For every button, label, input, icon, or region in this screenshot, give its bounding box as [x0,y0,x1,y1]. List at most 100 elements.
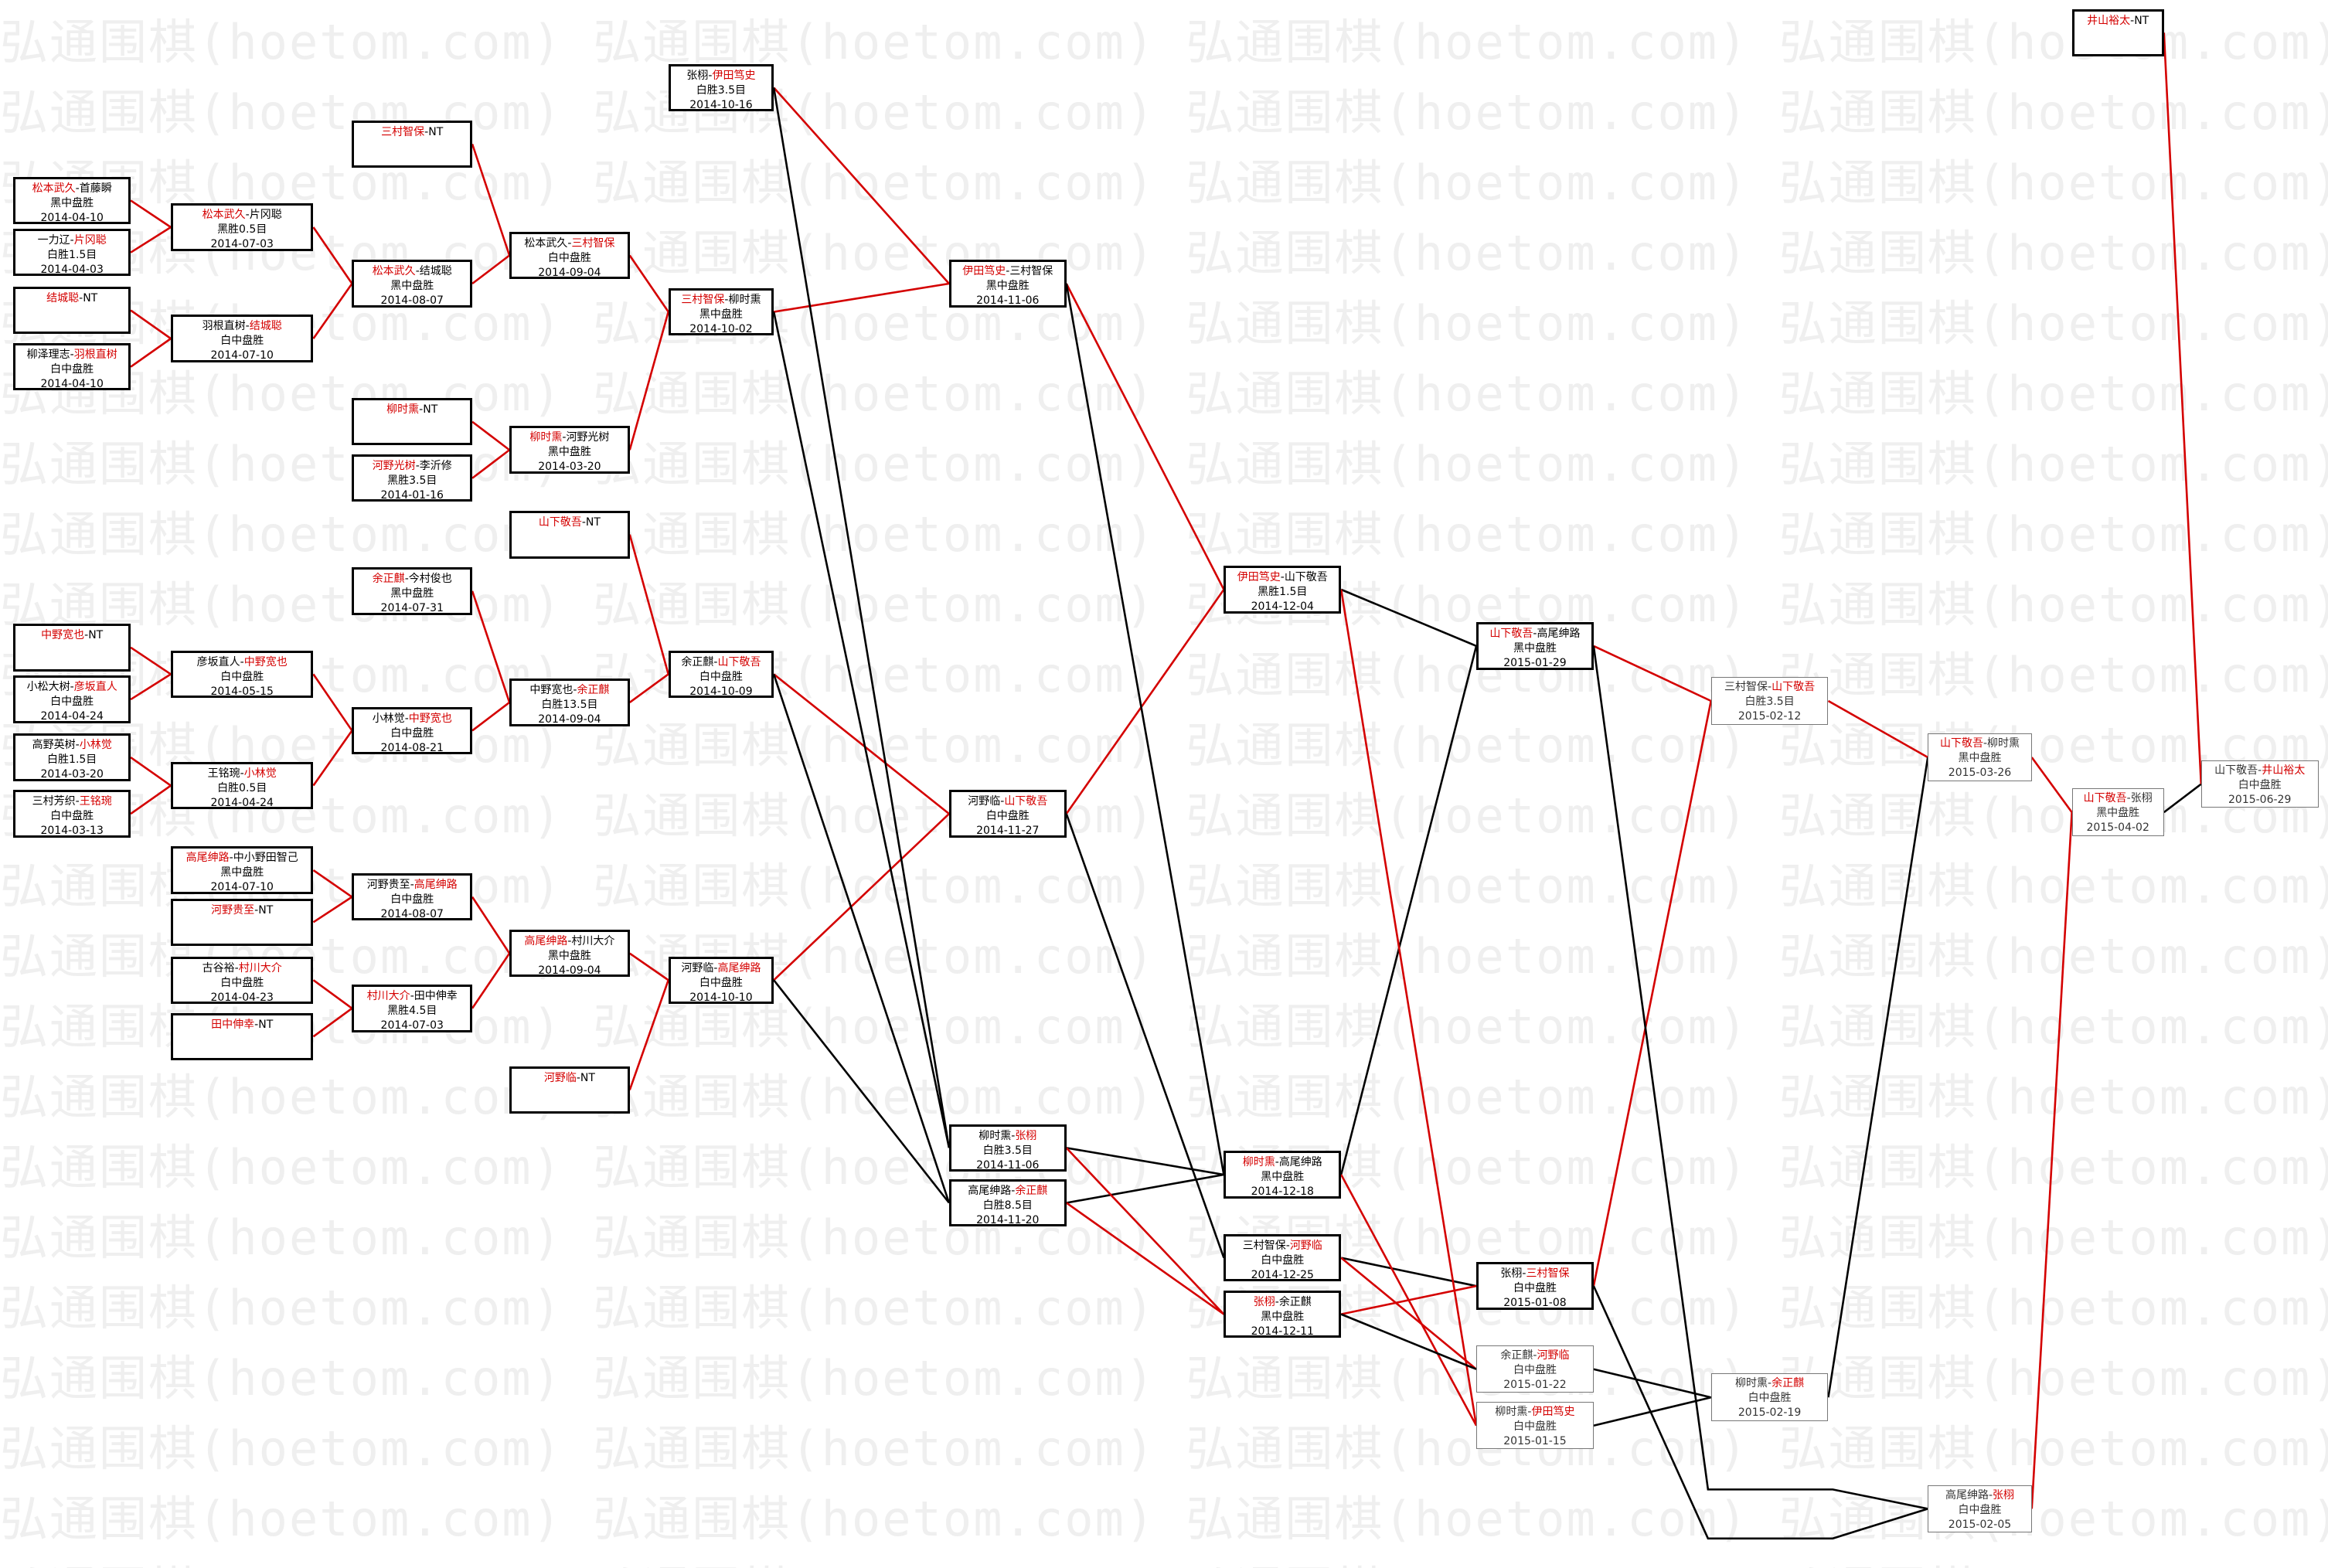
black-player-name: 古谷裕 [202,961,235,974]
match-date: 2014-04-24 [40,710,104,723]
advance-line-winner [773,87,950,284]
advance-line-winner [628,979,669,1090]
match-result: 白胜0.5目 [217,781,267,794]
advance-line-winner [1592,700,1712,1287]
black-player-name: 河野临 [968,795,1001,808]
white-player-name: 余正麒 [1015,1184,1048,1197]
match-result: 白中盘胜 [220,335,264,348]
match-date: 2015-06-29 [2228,793,2292,806]
white-player-name: 村川大介 [238,961,282,974]
black-player-name: 张栩 [1500,1267,1523,1281]
match-date: 2015-01-15 [1503,1434,1567,1447]
white-player-name: 田中伸幸 [414,990,458,1003]
white-player-name: 结城聪 [419,265,452,278]
match-box[interactable]: 井山裕太-NT [2071,9,2164,56]
match-box[interactable]: 河野贵至-NT [170,898,314,947]
match-box[interactable]: 三村智保-NT [352,120,473,168]
match-players: 河野临-山下敬吾 [951,794,1064,809]
advance-line-winner [628,254,669,313]
match-box[interactable]: 结城聪-NT [13,286,131,335]
black-player-name: 山下敬吾 [538,516,582,529]
advance-line-winner [628,534,669,675]
white-player-name: 伊田笃史 [1531,1405,1575,1418]
black-player-name: 结城聪 [46,291,80,304]
advance-line-winner [471,449,510,479]
match-result: 黑中盘胜 [547,949,591,962]
match-players: 山下敬吾-柳时熏 [1928,736,2031,751]
advance-line-winner [1340,1174,1478,1427]
match-date: 2014-10-16 [689,98,753,111]
advance-line-winner [2163,32,2203,784]
match-result: 白中盘胜 [50,362,94,376]
player-separator: - [404,573,409,586]
white-player-name: 彦坂直人 [73,681,117,694]
advance-line-winner [2030,757,2073,813]
match-box[interactable]: 田中伸幸-NT [170,1012,314,1061]
player-separator: - [75,739,80,752]
white-player-name: 三村智保 [1526,1267,1570,1281]
match-box[interactable]: 柳时熏-NT [352,397,473,446]
player-separator: - [70,681,74,694]
white-player-name: 中野宽也 [243,655,288,668]
advance-line-winner [628,311,669,451]
advance-line-loser [773,979,950,1204]
advance-line-winner [628,673,669,703]
match-date: 2014-09-04 [538,964,601,977]
player-separator: - [1285,1239,1290,1252]
match-players: 河野临-NT [512,1071,628,1086]
match-date: 2014-07-03 [210,238,274,251]
match-box[interactable]: 山下敬吾-NT [509,511,630,559]
black-player-name: 高尾绅路 [1945,1488,1989,1502]
match-date: 2014-08-21 [380,741,444,754]
match-result: 白胜13.5目 [541,699,598,712]
match-box[interactable]: 中野宽也-NT [13,624,131,672]
match-box[interactable]: 河野临-NT [509,1066,630,1114]
advance-line-winner [312,1007,353,1038]
bye-marker: NT [258,903,274,917]
